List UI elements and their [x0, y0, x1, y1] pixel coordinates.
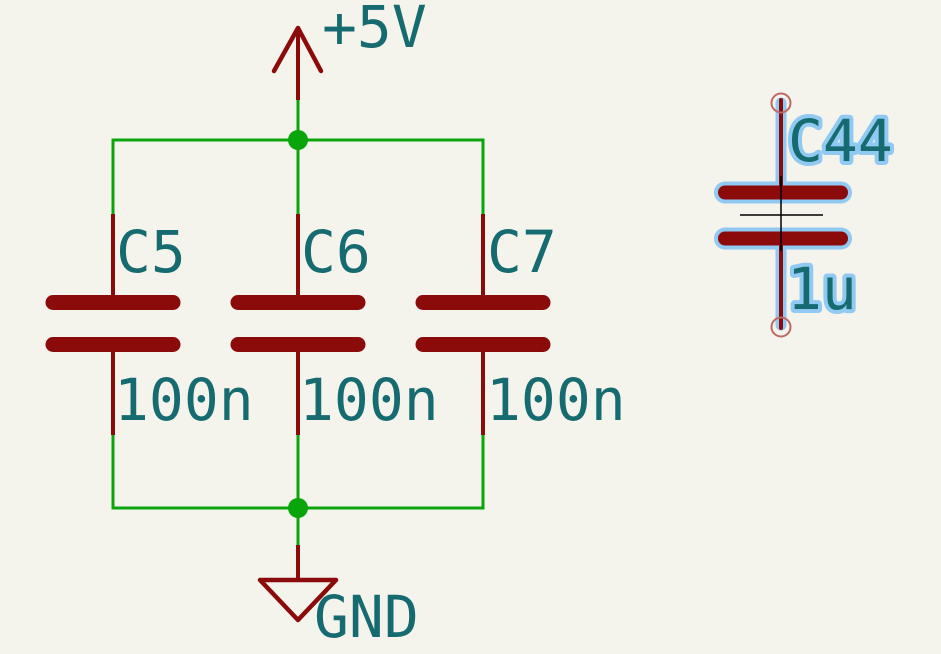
ground-triangle-icon [257, 577, 339, 623]
ref-label[interactable]: C5 [116, 218, 186, 286]
power-arrow-icon [271, 25, 324, 74]
value-label[interactable]: 1u [783, 251, 861, 327]
ground-symbol[interactable]: GND [257, 545, 419, 651]
ref-label[interactable]: C44 [784, 103, 897, 179]
power-net-label[interactable]: +5V [322, 0, 427, 61]
capacitor-c5[interactable]: C5 100n [45, 214, 254, 435]
value-label[interactable]: 100n [114, 366, 254, 434]
ref-label[interactable]: C6 [301, 218, 371, 286]
capacitor-c7[interactable]: C7 100n [415, 214, 626, 435]
capacitor-c44-selected[interactable]: C44 1u [714, 92, 897, 338]
wires [111, 100, 485, 545]
ground-net-label[interactable]: GND [314, 583, 419, 651]
junction-bottom[interactable] [288, 498, 308, 518]
power-symbol-5v[interactable]: +5V [271, 0, 427, 100]
ref-label[interactable]: C7 [487, 218, 557, 286]
capacitor-c6[interactable]: C6 100n [230, 214, 439, 435]
junction-top[interactable] [288, 130, 308, 150]
value-label[interactable]: 100n [486, 366, 626, 434]
pin-end-circle [770, 92, 792, 114]
value-label[interactable]: 100n [299, 366, 439, 434]
pin-end-circle [770, 316, 792, 338]
